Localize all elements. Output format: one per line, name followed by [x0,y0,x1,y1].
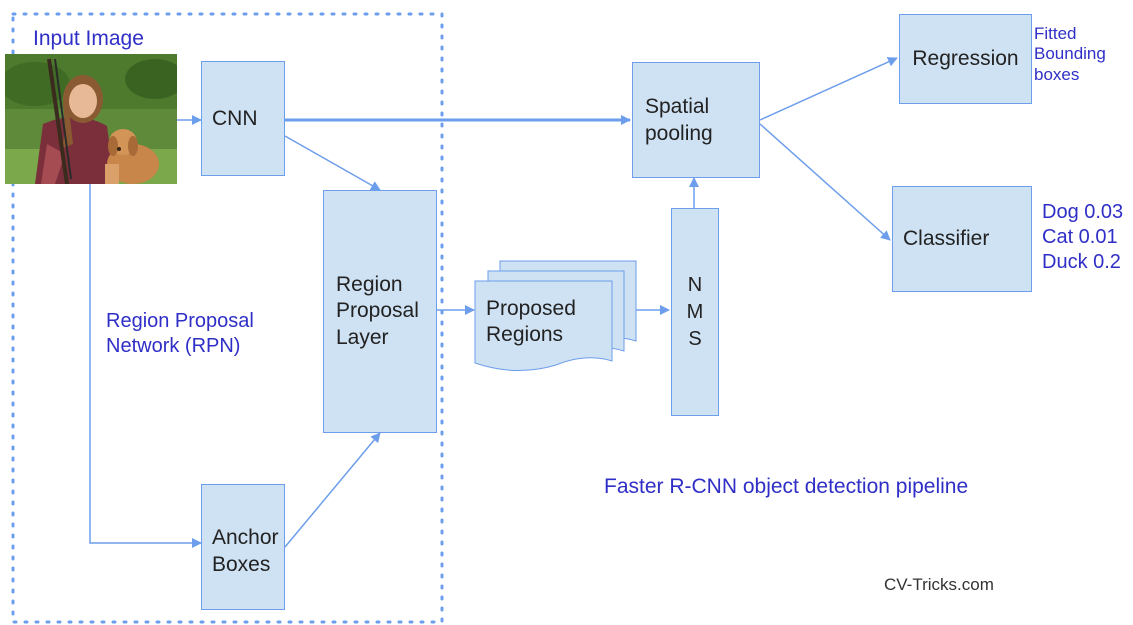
spatial-pooling-box: Spatial pooling [632,62,760,178]
arrow-pooling-to-regression [759,57,898,121]
proposed-regions-shape [474,260,637,371]
cnn-box: CNN [201,61,285,176]
anchor-boxes-label: Anchor Boxes [212,525,279,576]
input-image [5,54,177,184]
diagram-title: Faster R-CNN object detection pipeline [604,475,969,498]
classifier-box: Classifier [892,186,1032,292]
region-proposal-layer-label: Region Proposal Layer [336,273,419,349]
classifier-label: Classifier [903,227,990,251]
region-proposal-layer-box: Region Proposal Layer [323,190,437,433]
input-image-illustration [5,54,177,184]
cnn-label: CNN [212,106,258,130]
anchor-boxes-box: Anchor Boxes [201,484,285,610]
nms-box: N M S [671,208,719,416]
arrow-image-to-anchor [89,184,202,548]
rpn-label: Region Proposal Network (RPN) [106,310,254,357]
regression-box: Regression [899,14,1032,104]
nms-label: N M S [686,273,704,350]
spatial-pooling-label: Spatial pooling [645,94,713,145]
arrow-cnn-to-rpl [284,135,381,191]
input-image-label: Input Image [33,27,144,50]
rpn-boundary [11,12,444,624]
arrow-pooling-to-classifier [759,123,891,241]
proposed-regions-label: Proposed Regions [486,297,576,347]
classifier-output-label: Dog 0.03 Cat 0.01 Duck 0.2 [1042,201,1124,273]
arrow-anchor-to-rpl [284,432,381,548]
credit-text: CV-Tricks.com [884,575,994,594]
regression-output-label: Fitted Bounding boxes [1034,24,1106,84]
regression-label: Regression [912,47,1019,71]
